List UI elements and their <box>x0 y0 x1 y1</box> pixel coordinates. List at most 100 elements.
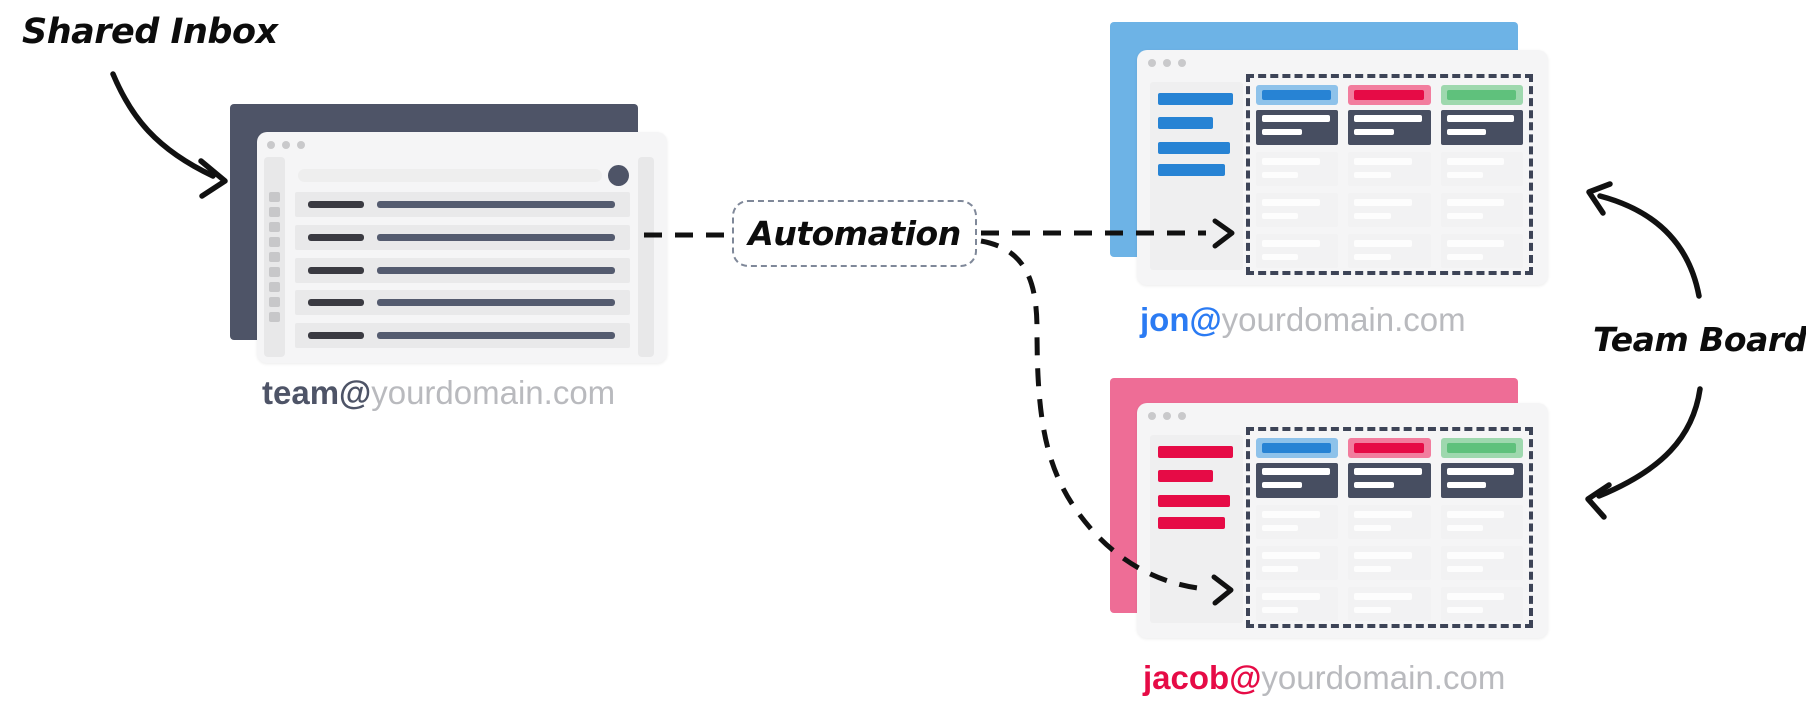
card-light <box>1348 546 1431 580</box>
window-dot <box>1148 59 1156 67</box>
jon-caption: jon@yourdomain.com <box>1140 301 1466 339</box>
rail-square <box>269 297 280 307</box>
card-dark <box>1256 110 1339 145</box>
window-dot <box>1178 59 1186 67</box>
column-header <box>1256 85 1339 105</box>
card-line <box>1354 213 1391 219</box>
card-line <box>1354 566 1391 572</box>
card-line <box>1446 468 1515 475</box>
window-control-dots <box>1148 59 1186 67</box>
column-header-bar <box>1354 90 1424 100</box>
team-board-label: Team Board <box>1593 320 1806 359</box>
card-line <box>1446 552 1505 559</box>
rail-square <box>269 282 280 292</box>
card-line <box>1446 525 1483 531</box>
team-board-arrow-up <box>1597 193 1702 299</box>
subject-bar <box>377 332 615 339</box>
card-line <box>1262 158 1320 165</box>
column-header-bar <box>1446 90 1516 100</box>
card-line <box>1262 468 1330 475</box>
card-line <box>1354 199 1412 206</box>
card-line <box>1262 607 1299 613</box>
inbox-front-window <box>257 132 667 363</box>
team-board-arrow-down <box>1596 386 1703 499</box>
email-row <box>295 290 630 315</box>
card-line <box>1262 129 1302 135</box>
jacob-caption-domain: yourdomain.com <box>1261 659 1506 696</box>
card-dark <box>1440 463 1523 498</box>
card-line <box>1354 552 1412 559</box>
subject-bar <box>377 299 615 306</box>
sender-bar <box>308 299 364 306</box>
card-light <box>1348 234 1431 268</box>
card-light <box>1348 587 1431 621</box>
avatar <box>608 165 629 186</box>
card-line <box>1262 566 1299 572</box>
sender-bar <box>308 332 364 339</box>
card-line <box>1446 254 1483 260</box>
shared-inbox-arrow <box>110 71 216 179</box>
rail-square <box>269 207 280 217</box>
card-line <box>1446 593 1505 600</box>
card-light <box>1256 546 1339 580</box>
card-line <box>1446 213 1483 219</box>
card-line <box>1262 525 1299 531</box>
column-header <box>1440 85 1523 105</box>
column-header-bar <box>1262 90 1332 100</box>
card-line <box>1446 482 1487 488</box>
board-column <box>1348 438 1431 621</box>
sender-bar <box>308 267 364 274</box>
team-board-arrowhead-up-icon <box>1586 181 1613 216</box>
card-line <box>1354 468 1422 475</box>
window-dot <box>1178 412 1186 420</box>
sender-bar <box>308 201 364 208</box>
card-light <box>1440 505 1523 539</box>
window-dot <box>1163 412 1171 420</box>
card-line <box>1446 115 1515 122</box>
rail-square <box>269 237 280 247</box>
sidebar-bar <box>1158 495 1230 507</box>
subject-bar <box>377 201 615 208</box>
inbox-caption-domain: yourdomain.com <box>371 374 616 411</box>
jon-caption-domain: yourdomain.com <box>1221 301 1466 338</box>
card-line <box>1446 199 1505 206</box>
subject-bar <box>377 234 615 241</box>
column-header <box>1440 438 1523 458</box>
column-header <box>1348 85 1431 105</box>
card-dark <box>1256 463 1339 498</box>
card-line <box>1354 115 1422 122</box>
board-column <box>1440 438 1523 621</box>
rail-square <box>269 222 280 232</box>
board-drop-zone <box>1246 74 1533 275</box>
card-line <box>1262 240 1320 247</box>
column-header <box>1256 438 1339 458</box>
card-line <box>1446 240 1505 247</box>
card-line <box>1262 254 1299 260</box>
card-light <box>1256 152 1339 186</box>
card-light <box>1256 587 1339 621</box>
board-drop-zone <box>1246 427 1533 628</box>
window-control-dots <box>1148 412 1186 420</box>
card-line <box>1354 525 1391 531</box>
board-sidebar <box>1150 435 1243 623</box>
column-header-bar <box>1446 443 1516 453</box>
jacob-board-front-window <box>1137 403 1548 638</box>
sidebar-bar <box>1158 470 1213 482</box>
window-dot <box>267 141 275 149</box>
column-header <box>1348 438 1431 458</box>
card-line <box>1262 199 1320 206</box>
card-line <box>1354 240 1412 247</box>
rail-square <box>269 267 280 277</box>
board-column <box>1348 85 1431 268</box>
card-light <box>1440 193 1523 227</box>
card-light <box>1440 546 1523 580</box>
sidebar-bar <box>1158 517 1225 529</box>
card-line <box>1446 511 1505 518</box>
card-light <box>1348 505 1431 539</box>
sidebar-bar <box>1158 93 1233 105</box>
automation-label: Automation <box>748 214 961 253</box>
window-control-dots <box>267 141 305 149</box>
jon-board-front-window <box>1137 50 1548 285</box>
card-line <box>1354 593 1412 600</box>
